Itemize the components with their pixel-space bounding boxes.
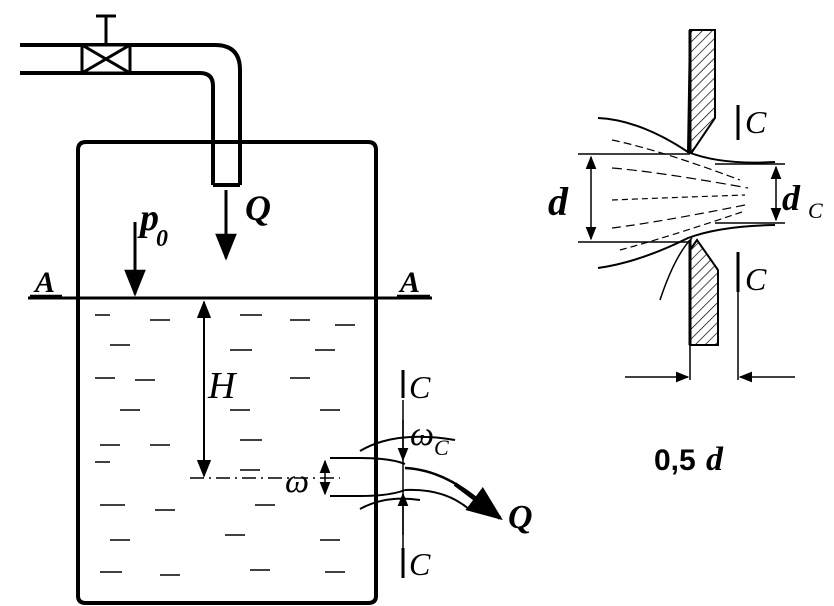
label-pressure: p [137,197,159,239]
label-section-c-top: C [409,369,431,405]
label-detail-distance: 0,5 [654,444,696,477]
water-hatching [95,314,355,576]
label-detail-section-c-top: C [745,104,767,140]
label-detail-section-c-bottom: C [745,261,767,297]
label-section-c-bottom: C [409,546,431,582]
label-orifice-omega: ω [285,463,309,500]
label-pressure-sub: 0 [156,226,168,252]
label-inflow-q: Q [245,188,271,228]
label-contracted-omega-sub: C [434,435,449,460]
label-detail-distance-var: d [706,441,724,478]
label-outflow-q: Q [508,499,533,536]
label-head-h: H [207,365,238,407]
label-level-a-right: A [398,266,420,299]
label-detail-dc-sub: C [808,198,823,223]
label-contracted-omega: ω [410,416,434,453]
label-level-a-left: A [33,266,55,299]
tank-wall [76,140,378,605]
label-detail-d: d [548,179,569,224]
supply-pipe [20,43,242,187]
label-detail-dc: d [782,178,801,218]
detail-streamlines [597,117,776,301]
detail-wall [686,29,719,346]
valve-icon [80,14,132,75]
outflow-arrow [453,482,503,521]
